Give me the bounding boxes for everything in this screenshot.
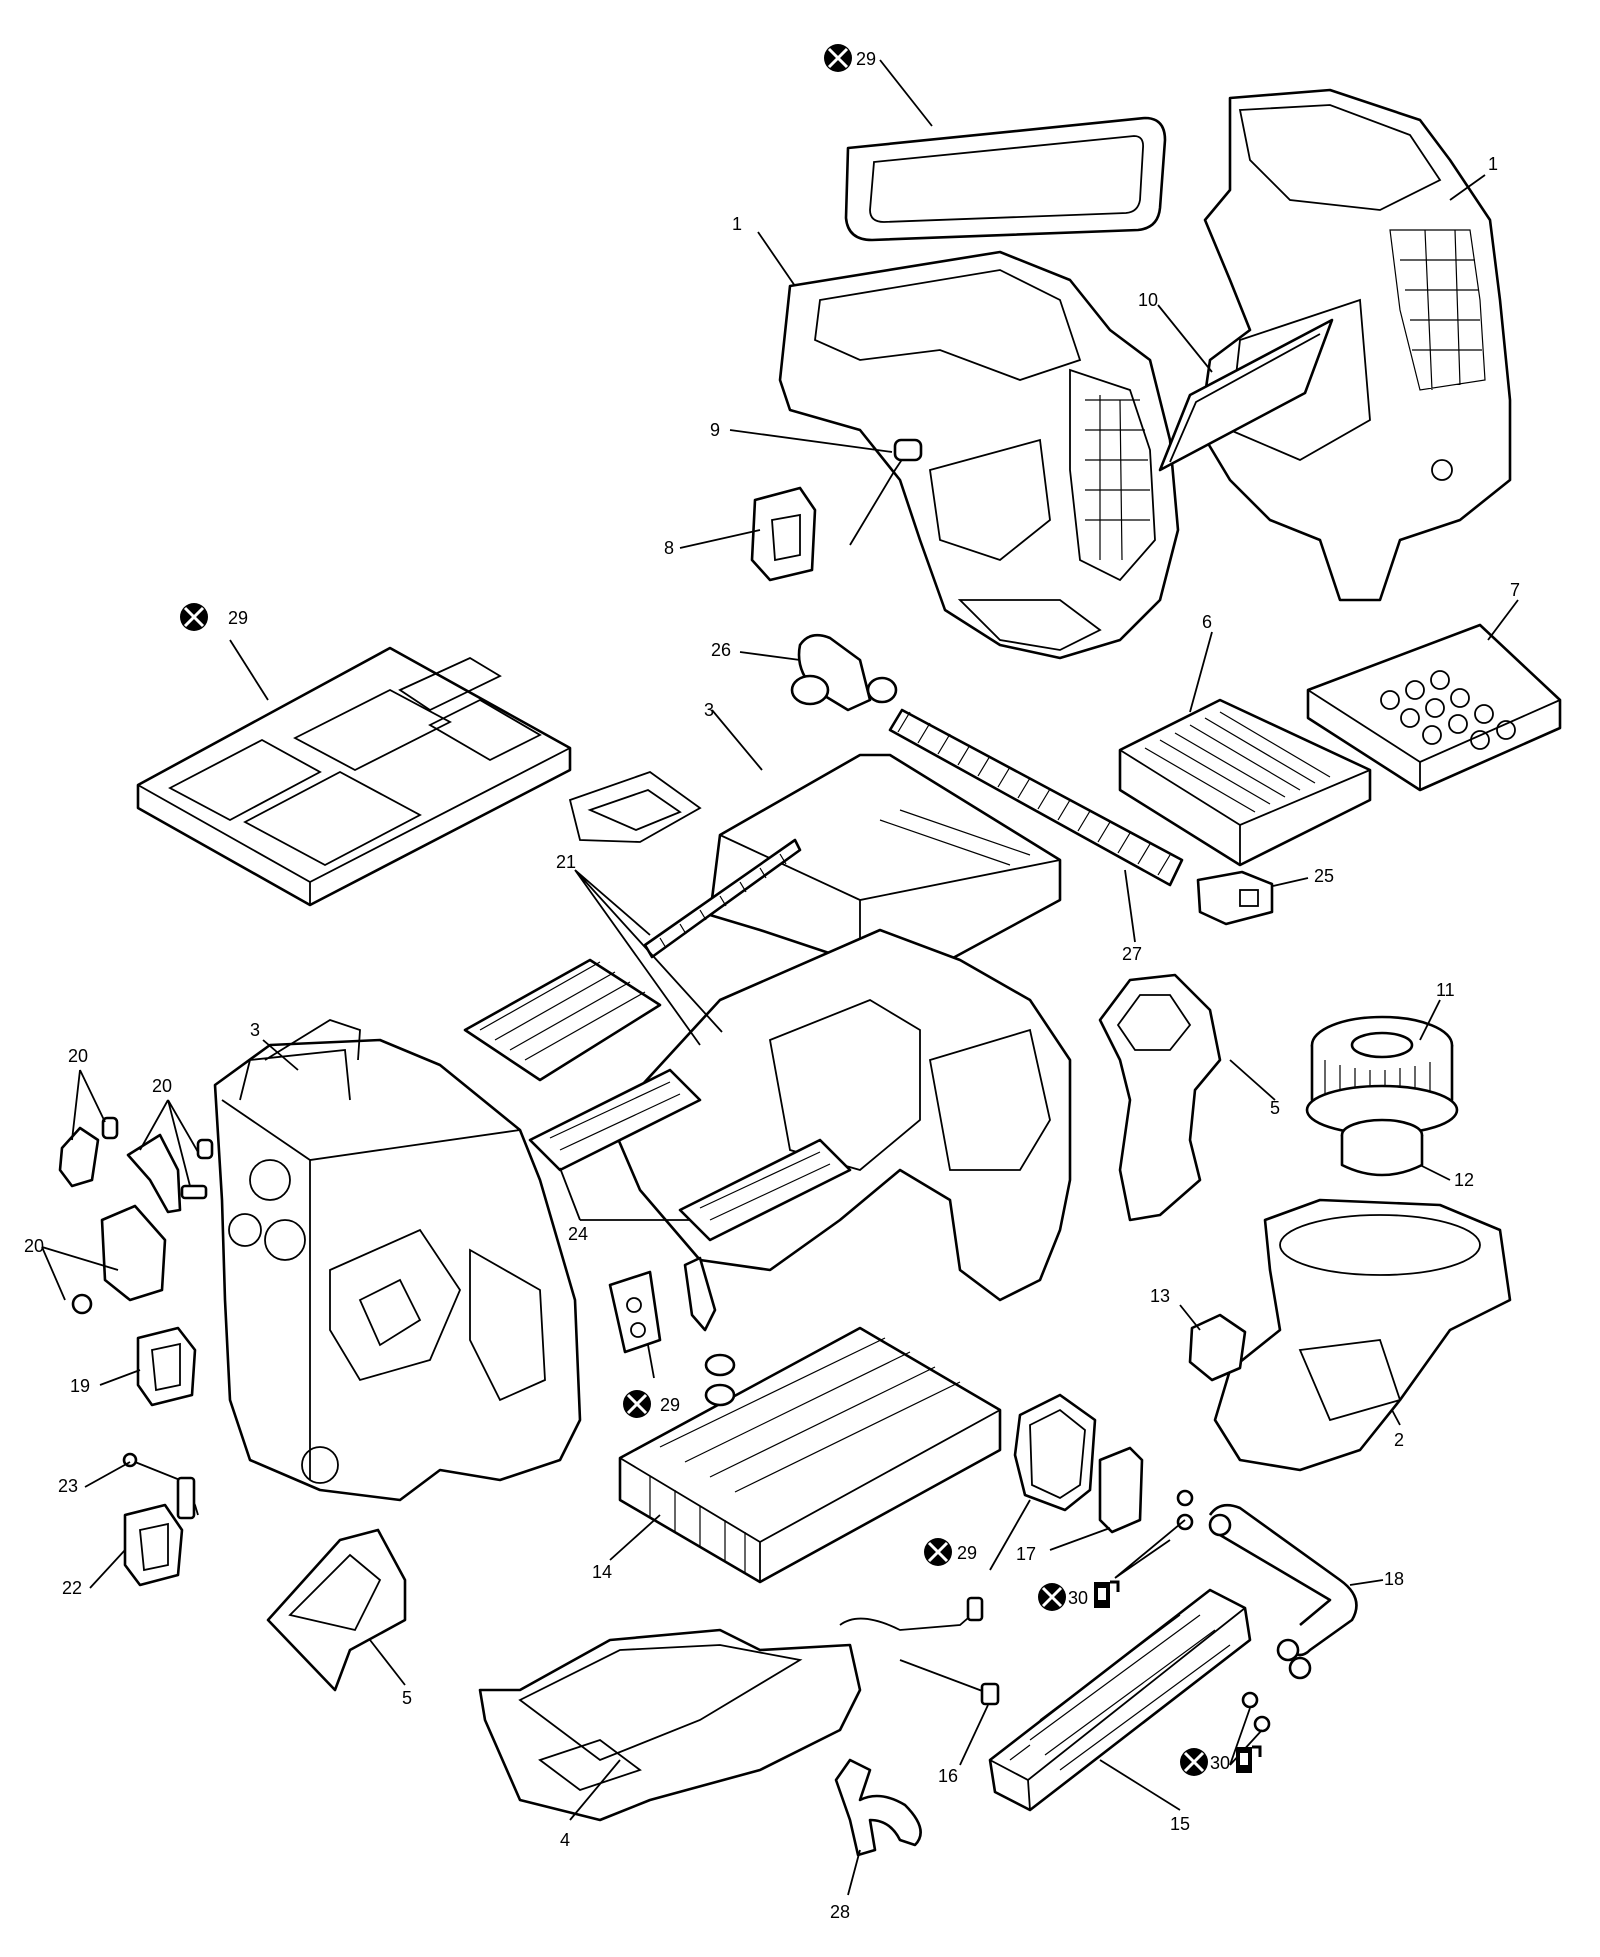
levers-20-drawing — [58, 1116, 214, 1315]
callout-19: 19 — [70, 1376, 90, 1396]
callout-22: 22 — [62, 1578, 82, 1598]
callout-7: 7 — [1510, 580, 1520, 600]
linkage-23-drawing — [122, 1452, 199, 1520]
callout-4: 4 — [560, 1830, 570, 1850]
callout-29-top: 29 — [856, 49, 876, 69]
actuator-22-drawing — [123, 1503, 184, 1587]
seal-29-top-drawing — [844, 116, 1167, 242]
callout-3-upper: 3 — [704, 700, 714, 720]
replace-icon — [180, 603, 208, 631]
callout-21: 21 — [556, 852, 576, 872]
callout-16: 16 — [938, 1766, 958, 1786]
callout-27: 27 — [1122, 944, 1142, 964]
callout-30-upper: 30 — [1068, 1588, 1088, 1608]
callout-30-lower: 30 — [1210, 1753, 1230, 1773]
callout-9: 9 — [710, 420, 720, 440]
callout-1-right: 1 — [1488, 154, 1498, 174]
sensor-16-drawing — [839, 1596, 1000, 1706]
callout-24: 24 — [568, 1224, 588, 1244]
sensor-25-drawing — [1196, 870, 1274, 926]
heater-core-14-drawing — [618, 1326, 1002, 1584]
callout-10: 10 — [1138, 290, 1158, 310]
sensor-9-drawing — [849, 438, 923, 546]
callout-3-lower: 3 — [250, 1020, 260, 1040]
callout-5-right: 5 — [1270, 1098, 1280, 1118]
callout-29-seal: 29 — [957, 1543, 977, 1563]
blower-housing-2-drawing — [1213, 1198, 1512, 1472]
callout-20-c: 20 — [24, 1236, 44, 1256]
callout-labels: 29 1 1 10 9 8 26 6 7 29 3 25 27 21 3 11 … — [24, 44, 1520, 1922]
actuator-8-drawing — [750, 486, 817, 582]
seal-29-mid-drawing — [608, 1256, 717, 1354]
replace-icon — [924, 1538, 952, 1566]
callout-8: 8 — [664, 538, 674, 558]
callout-2: 2 — [1394, 1430, 1404, 1450]
oil-can-icon — [1236, 1745, 1262, 1773]
callout-1-left: 1 — [732, 214, 742, 234]
callout-18: 18 — [1384, 1569, 1404, 1589]
callout-29-left: 29 — [228, 608, 248, 628]
replace-icon — [1038, 1583, 1066, 1611]
callout-25: 25 — [1314, 866, 1334, 886]
callout-6: 6 — [1202, 612, 1212, 632]
ring-12-drawing — [1340, 1118, 1424, 1177]
callout-20-b: 20 — [152, 1076, 172, 1096]
actuator-19-drawing — [136, 1326, 197, 1407]
lower-case-4-drawing — [478, 1628, 862, 1822]
replace-icon — [623, 1390, 651, 1418]
callout-13: 13 — [1150, 1286, 1170, 1306]
connector-26-drawing — [790, 633, 898, 712]
doors-24-drawing — [528, 1068, 852, 1242]
vent-grille-drawing — [463, 958, 662, 1082]
callout-14: 14 — [592, 1562, 612, 1582]
housing-3-lower-drawing — [213, 1019, 582, 1502]
callout-23: 23 — [58, 1476, 78, 1496]
callout-28: 28 — [830, 1902, 850, 1922]
duct-5-right-drawing — [1098, 973, 1222, 1222]
replace-icon — [824, 44, 852, 72]
callout-11: 11 — [1436, 980, 1455, 1000]
duct-5-left-drawing — [266, 1528, 407, 1692]
pipe-18-drawing — [1208, 1503, 1358, 1680]
duct-3-upper-drawing — [568, 753, 1062, 967]
filter-6-drawing — [1118, 698, 1372, 867]
callout-20-a: 20 — [68, 1046, 88, 1066]
replace-icon — [1180, 1748, 1208, 1776]
blower-11-drawing — [1305, 1015, 1459, 1136]
oil-can-icon — [1094, 1580, 1120, 1608]
callout-15: 15 — [1170, 1814, 1190, 1834]
callout-5-left: 5 — [402, 1688, 412, 1708]
callout-12: 12 — [1454, 1170, 1474, 1190]
tray-7-drawing — [1306, 623, 1562, 792]
gasket-29-left-drawing — [136, 646, 572, 907]
callout-17: 17 — [1016, 1544, 1036, 1564]
valve-17-drawing — [1098, 1446, 1144, 1534]
hose-27-drawing — [888, 708, 1184, 887]
leader-lines — [41, 59, 1519, 1896]
upper-housing-left-drawing — [778, 250, 1180, 660]
drain-hose-28-drawing — [834, 1758, 922, 1857]
resistor-13-drawing — [1188, 1313, 1247, 1382]
boot-29-drawing — [1013, 1393, 1097, 1512]
callout-26: 26 — [711, 640, 731, 660]
evaporator-15-drawing — [988, 1588, 1252, 1812]
filter-10-drawing — [1158, 318, 1334, 472]
callout-29-mid: 29 — [660, 1395, 680, 1415]
upper-housing-right-drawing — [1198, 88, 1512, 602]
